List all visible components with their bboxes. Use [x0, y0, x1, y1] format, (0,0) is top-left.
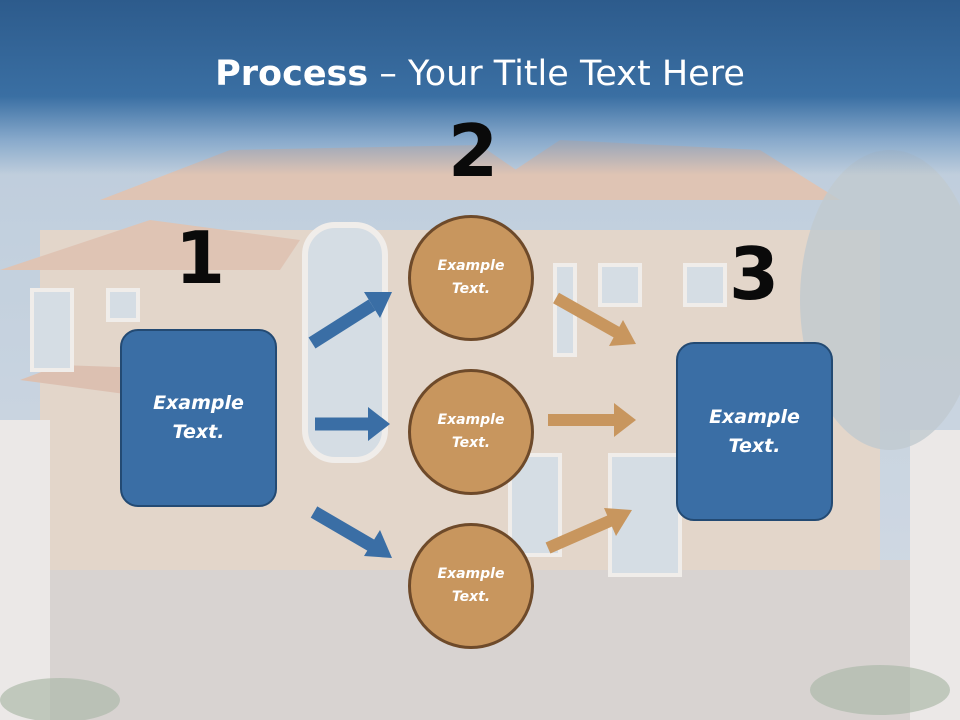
- right-box-text: Example Text.: [709, 405, 800, 457]
- left-process-box[interactable]: Example Text.: [120, 329, 277, 507]
- process-circle-2[interactable]: Example Text.: [408, 369, 534, 495]
- arrow-from-circle-2: [548, 403, 636, 437]
- title-bold: Process: [215, 54, 369, 94]
- process-circle-1[interactable]: Example Text.: [408, 215, 534, 341]
- step-number-1: 1: [174, 216, 226, 300]
- right-process-box[interactable]: Example Text.: [676, 342, 833, 521]
- left-box-text: Example Text.: [153, 392, 244, 443]
- process-circle-3[interactable]: Example Text.: [408, 523, 534, 649]
- circle-3-text: Example Text.: [437, 566, 505, 605]
- step-number-2: 2: [447, 109, 499, 193]
- slide-title[interactable]: Process – Your Title Text Here: [0, 52, 960, 96]
- circle-2-text: Example Text.: [437, 412, 505, 451]
- arrow-to-circle-2: [315, 407, 390, 441]
- step-number-3: 3: [728, 232, 780, 316]
- arrow-to-circle-1: [308, 292, 392, 349]
- title-band: [0, 0, 960, 175]
- arrow-from-circle-3: [545, 508, 632, 554]
- title-rest: – Your Title Text Here: [368, 54, 745, 94]
- arrow-from-circle-1: [553, 292, 636, 346]
- arrow-to-circle-3: [310, 506, 392, 558]
- circle-1-text: Example Text.: [437, 258, 505, 297]
